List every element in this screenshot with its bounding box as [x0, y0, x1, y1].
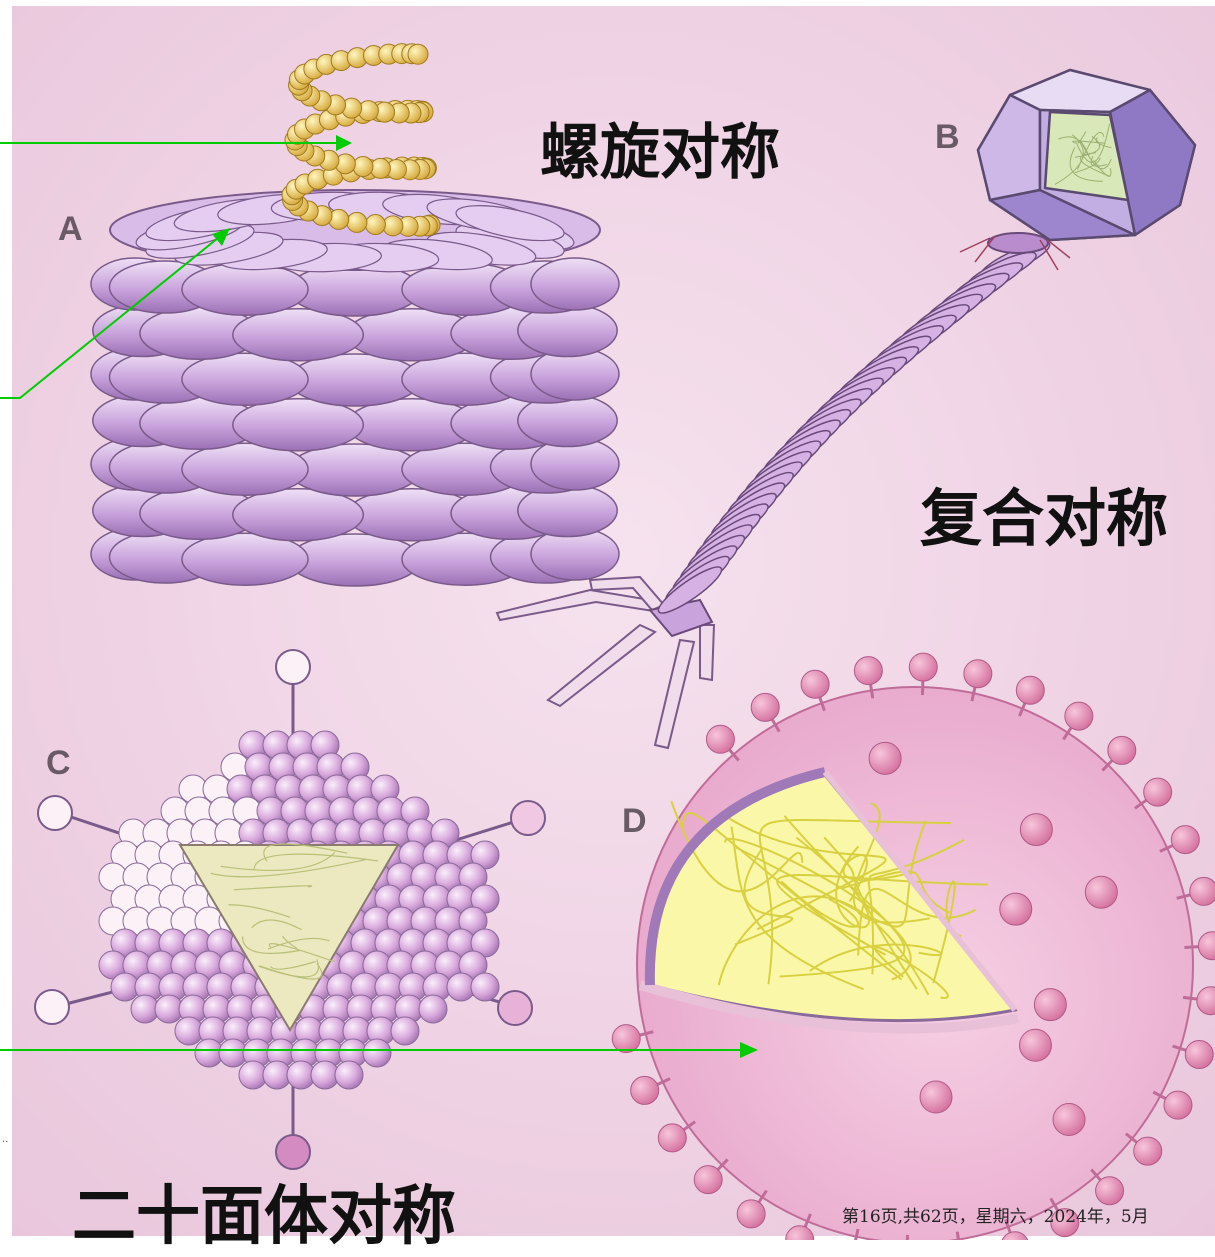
icosahedral-symmetry-label: 二十面体对称 [72, 1165, 456, 1257]
panel-letter-c: C [46, 744, 71, 783]
svg-text:..: .. [2, 1134, 8, 1145]
helical-symmetry-label: 螺旋对称 [540, 104, 780, 191]
complex-symmetry-label: 复合对称 [920, 468, 1168, 558]
panel-letter-b: B [935, 118, 960, 157]
panel-letter-d: D [622, 802, 647, 841]
page-footer: 第16页,共62页，星期六，2024年，5月 [842, 1202, 1149, 1227]
panel-letter-a: A [58, 210, 83, 249]
